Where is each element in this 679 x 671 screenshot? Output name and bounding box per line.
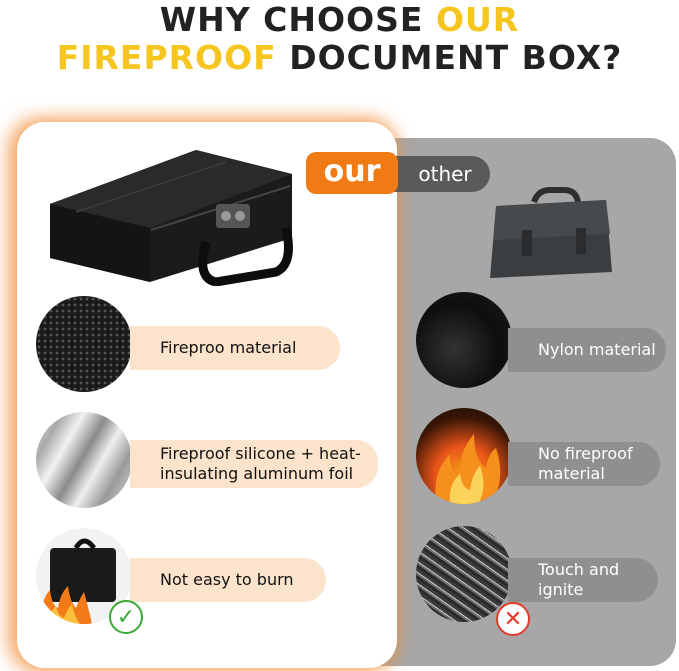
cross-mark-icon: ✕ [496,602,530,636]
feature-label: Not easy to burn [160,570,294,589]
check-mark-icon: ✓ [109,600,143,634]
leather-briefcase-image [490,187,612,278]
nylon-fabric-image [416,292,512,388]
our-feature-3: Not easy to burn [130,558,326,602]
fire-icon [435,434,501,504]
tab-other[interactable]: other [392,156,490,192]
other-feature-3: Touch and ignite [508,558,658,602]
other-feature-1: Nylon material [508,328,666,372]
feature-label: Fireproo material [160,338,297,357]
feature-label-line-1: Fireproof silicone + heat- [160,444,361,463]
our-feature-2: Fireproof silicone + heat- insulating al… [130,440,378,488]
title-text: DOCUMENT BOX? [276,38,623,77]
title-text: WHY CHOOSE [159,0,436,39]
fireproof-briefcase-image [50,150,293,286]
tab-our[interactable]: our [306,152,398,194]
feature-label: Nylon material [538,340,656,359]
feature-label-line-1: Touch and [538,560,620,579]
our-feature-1: Fireproo material [130,326,340,370]
feature-label-line-2: material [538,464,605,483]
title-highlight: OUR [435,0,520,39]
flames-image [416,408,512,504]
feature-label-line-2: insulating aluminum foil [160,464,354,483]
page-title-line-2: FIREPROOF DOCUMENT BOX? [0,38,679,78]
feature-label-line-1: No fireproof [538,444,633,463]
page-title-line-1: WHY CHOOSE OUR [0,0,679,40]
aluminum-foil-image [36,412,132,508]
fireproof-fabric-image [36,296,132,392]
title-highlight: FIREPROOF [56,38,277,77]
burned-debris-image [416,526,512,622]
feature-label-line-2: ignite [538,580,584,599]
other-feature-2: No fireproof material [508,442,660,486]
